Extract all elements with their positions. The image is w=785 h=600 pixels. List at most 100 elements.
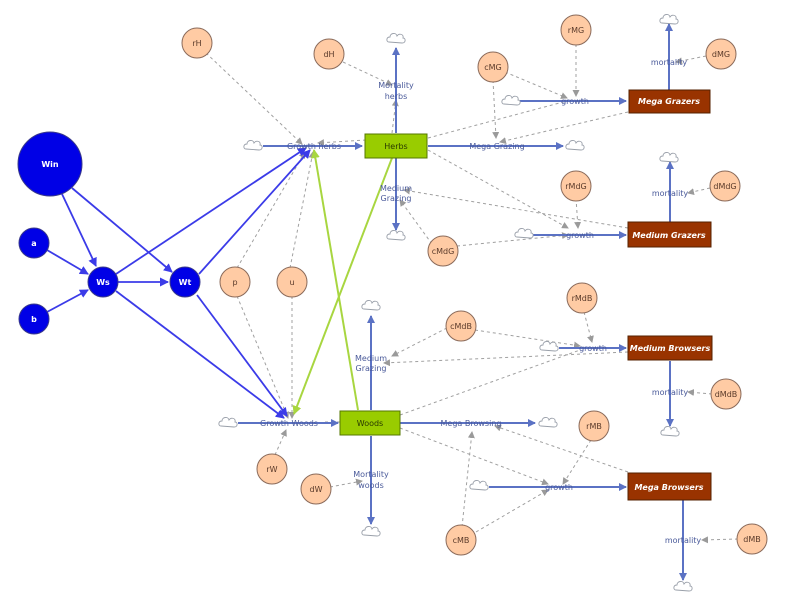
cloud-icon: [218, 417, 238, 428]
link-cMG-growth-mg: [504, 71, 568, 99]
stock-mega-browsers[interactable]: Mega Browsers: [627, 472, 712, 501]
parameters: rH dH cMG rMG dMG rMdG dMdG cMdG p u cMd…: [181, 14, 768, 556]
flow-label-medium-grazing-woods: Grazing: [356, 364, 387, 373]
link-dMG-mortality-mg: [675, 55, 707, 65]
link-herbs-growth-herbs: [317, 139, 367, 147]
param-rMG[interactable]: rMG: [560, 14, 592, 46]
link-rH-growth-herbs: [205, 52, 303, 145]
flow-label-medium-grazing-herbs: Grazing: [381, 194, 412, 203]
information-links: [205, 44, 739, 544]
node-a[interactable]: a: [18, 227, 50, 259]
flow-label-medium-grazing-woods: Medium: [355, 354, 387, 363]
link-dMB-mortality-mb: [701, 536, 739, 544]
flow-label-mortality-herbs: herbs: [385, 92, 408, 101]
stock-woods[interactable]: Woods: [339, 410, 401, 436]
link-p-growth-herbs: [236, 151, 306, 269]
link-cMG-mega-grazing: [492, 79, 500, 139]
link-dMdB-mortality-mdb: [687, 389, 713, 396]
cloud-icon: [243, 140, 263, 151]
svg-text:dMdG: dMdG: [713, 182, 736, 191]
cloud-icon: [361, 526, 381, 537]
svg-text:rW: rW: [266, 465, 277, 474]
svg-text:Wt: Wt: [179, 278, 192, 287]
node-b[interactable]: b: [18, 303, 50, 335]
driver-nodes: Win a b Ws Wt: [17, 131, 201, 335]
param-rMdG[interactable]: rMdG: [560, 170, 592, 202]
node-win[interactable]: Win: [17, 131, 83, 197]
link-woods-growth-mdb: [399, 349, 581, 416]
svg-text:dMG: dMG: [712, 50, 730, 59]
link-woods-growth-mb: [399, 427, 549, 486]
svg-text:dW: dW: [310, 485, 323, 494]
svg-text:b: b: [31, 315, 37, 324]
svg-text:rMdG: rMdG: [565, 182, 586, 191]
link-herbs-growth-woods: [292, 157, 393, 415]
node-ws[interactable]: Ws: [87, 266, 119, 298]
svg-text:rMG: rMG: [568, 26, 584, 35]
param-cMG[interactable]: cMG: [477, 51, 509, 83]
param-p[interactable]: p: [219, 266, 251, 298]
link-mega-grazers-mega-grazing: [499, 111, 629, 145]
flow-label-mortality-medium-grazers: mortality: [652, 189, 689, 198]
param-cMdB[interactable]: cMdB: [445, 310, 477, 342]
flow-pipes: [238, 23, 687, 581]
link-dMdG-mortality-mdg: [687, 187, 711, 196]
cloud-icon: [673, 581, 693, 592]
param-cMB[interactable]: cMB: [445, 524, 477, 556]
flow-label-mortality-woods: Mortality: [353, 470, 389, 479]
cloud-icon: [539, 341, 559, 352]
link-ws-growth-herbs: [115, 147, 307, 275]
param-cMdG[interactable]: cMdG: [427, 235, 459, 267]
link-a-ws: [46, 249, 89, 275]
link-rMdB-growth-mdb: [583, 311, 594, 343]
svg-text:dMdB: dMdB: [715, 390, 738, 399]
svg-text:Mega Browsers: Mega Browsers: [634, 483, 703, 492]
link-b-ws: [46, 289, 89, 313]
svg-text:Medium Grazers: Medium Grazers: [632, 231, 706, 240]
svg-text:p: p: [232, 278, 237, 287]
link-ws-growth-woods: [115, 290, 285, 419]
link-cMB-mega-browsing: [461, 431, 475, 528]
svg-text:rMdB: rMdB: [572, 294, 593, 303]
competition-links: [292, 149, 393, 415]
link-win-wt: [71, 187, 173, 273]
cloud-icon: [659, 152, 679, 163]
param-dMG[interactable]: dMG: [705, 38, 737, 70]
flow-label-growth-mega-grazers: growth: [561, 97, 589, 106]
driver-links: [46, 147, 311, 419]
param-u[interactable]: u: [276, 266, 308, 298]
svg-text:Herbs: Herbs: [384, 142, 407, 151]
param-rW[interactable]: rW: [256, 453, 288, 485]
svg-text:dH: dH: [323, 50, 334, 59]
param-dH[interactable]: dH: [313, 38, 345, 70]
cloud-icon: [514, 228, 534, 239]
link-herbs-growth-mg: [427, 100, 568, 139]
link-herbs-growth-mdg: [427, 149, 569, 229]
svg-text:Woods: Woods: [357, 419, 383, 428]
flow-label-growth-mega-browsers: growth: [545, 483, 573, 492]
param-dW[interactable]: dW: [300, 473, 332, 505]
svg-text:Win: Win: [41, 160, 59, 169]
flow-label-growth-medium-grazers: growth: [566, 231, 594, 240]
param-rMB[interactable]: rMB: [578, 410, 610, 442]
svg-text:rMB: rMB: [586, 422, 602, 431]
cloud-icon: [565, 140, 585, 151]
link-rMB-growth-mb: [562, 439, 592, 485]
node-wt[interactable]: Wt: [169, 266, 201, 298]
link-woods-growth-herbs: [310, 149, 359, 411]
stock-medium-grazers[interactable]: Medium Grazers: [627, 221, 712, 248]
param-dMdB[interactable]: dMdB: [710, 378, 742, 410]
param-dMB[interactable]: dMB: [736, 523, 768, 555]
stock-medium-browsers[interactable]: Medium Browsers: [627, 335, 713, 361]
param-dMdG[interactable]: dMdG: [709, 170, 741, 202]
svg-text:rH: rH: [192, 39, 201, 48]
param-rH[interactable]: rH: [181, 27, 213, 59]
cloud-icon: [386, 33, 406, 44]
stock-herbs[interactable]: Herbs: [364, 133, 428, 159]
flow-label-growth-woods: Growth Woods: [260, 419, 318, 428]
param-rMdB[interactable]: rMdB: [566, 282, 598, 314]
flow-label-mega-browsing: Mega Browsing: [441, 419, 502, 428]
svg-text:Ws: Ws: [96, 278, 110, 287]
stock-mega-grazers[interactable]: Mega Grazers: [628, 89, 711, 114]
